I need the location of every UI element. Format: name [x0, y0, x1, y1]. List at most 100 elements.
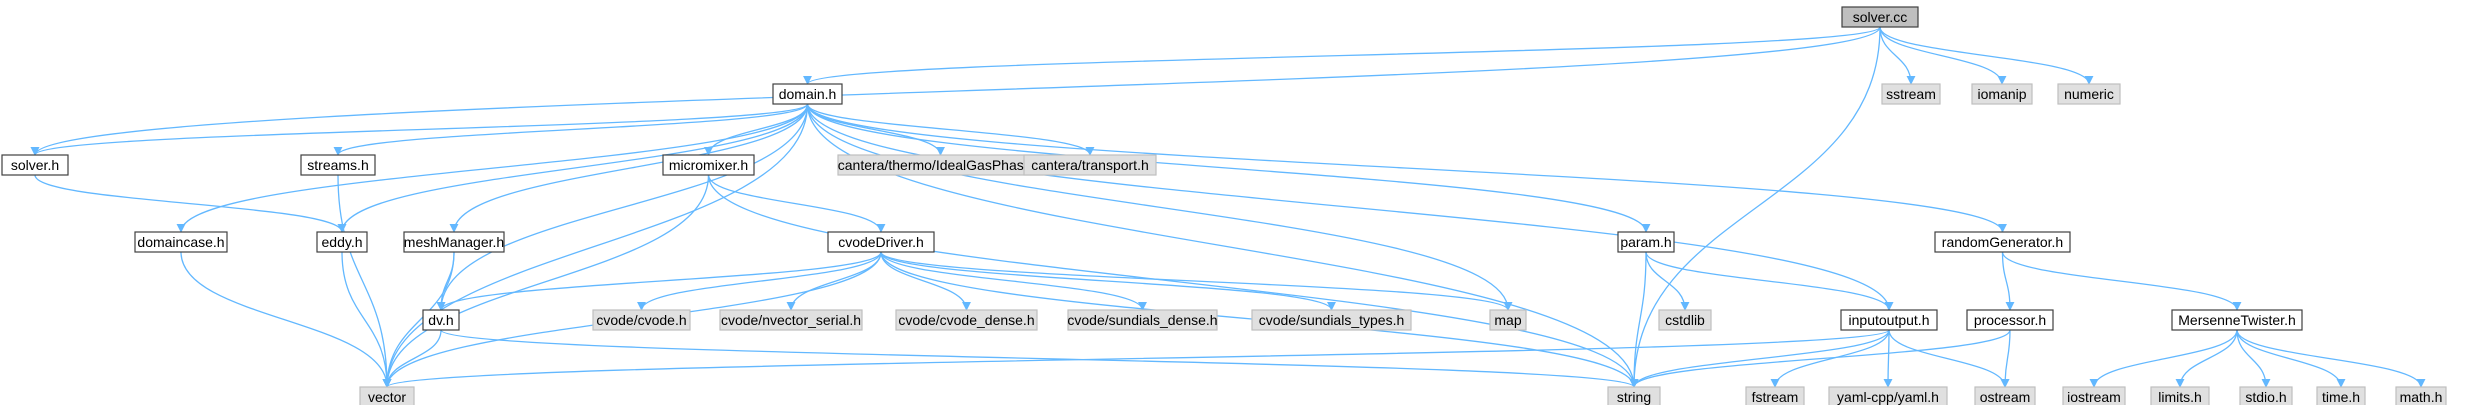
- node-box: [403, 231, 505, 253]
- edge-mersennetwister-h-to-math-h: [2236, 329, 2426, 388]
- node-box: [662, 154, 755, 176]
- node-ostream: ostream: [1974, 386, 2036, 405]
- node-domain-h[interactable]: domain.h: [772, 83, 843, 105]
- node-domaincase-h[interactable]: domaincase.h: [134, 231, 228, 253]
- node-label: ostream: [1980, 389, 2031, 405]
- edge-domain-h-to-inputoutput-h: [806, 103, 1894, 311]
- node-param-h[interactable]: param.h: [1617, 231, 1675, 253]
- edge-domain-h-to-streams-h: [333, 103, 809, 156]
- node-dv-h[interactable]: dv.h: [422, 309, 460, 331]
- node-label: string: [1617, 389, 1651, 405]
- node-box: [1840, 309, 1938, 331]
- node-label: cvodeDriver.h: [838, 234, 924, 250]
- edge-processor-h-to-ostream: [2000, 329, 2011, 388]
- node-label: sstream: [1886, 86, 1936, 102]
- node-label: math.h: [2400, 389, 2443, 405]
- node-yaml: yaml-cpp/yaml.h: [1828, 386, 1948, 405]
- node-label: inputoutput.h: [1849, 312, 1930, 328]
- edge-mersennetwister-h-to-iostream: [2089, 329, 2238, 388]
- node-label: solver.h: [11, 157, 59, 173]
- edge-param-h-to-inputoutput-h: [1645, 251, 1894, 311]
- node-solver-h[interactable]: solver.h: [1, 154, 69, 176]
- node-box: [1966, 309, 2054, 331]
- node-cstdlib: cstdlib: [1658, 309, 1712, 331]
- node-label: param.h: [1620, 234, 1671, 250]
- node-box: [1841, 6, 1919, 28]
- node-cvodedriver-h[interactable]: cvodeDriver.h: [827, 231, 935, 253]
- edge-cvodedriver-h-to-cvode-h: [637, 251, 882, 311]
- node-box: [1067, 309, 1218, 331]
- node-time-h: time.h: [2316, 386, 2366, 405]
- node-label: meshManager.h: [404, 234, 504, 250]
- edge-solver-cc-to-numeric: [1879, 26, 2094, 85]
- edge-micromixer-h-to-cvodedriver-h: [707, 174, 886, 233]
- node-label: cvode/sundials_types.h: [1259, 312, 1405, 328]
- edge-eddy-h-to-vector: [341, 251, 392, 388]
- node-iomanip: iomanip: [1971, 83, 2033, 105]
- node-label: domaincase.h: [137, 234, 224, 250]
- node-box: [422, 309, 460, 331]
- node-label: map: [1494, 312, 1521, 328]
- node-label: cvode/cvode.h: [596, 312, 686, 328]
- node-box: [300, 154, 376, 176]
- node-box: [827, 231, 935, 253]
- node-label: cantera/thermo/IdealGasPhase.h: [838, 157, 1043, 173]
- edge-domain-h-to-randomgenerator-h: [806, 103, 2007, 233]
- edge-processor-h-to-string: [1629, 329, 2011, 388]
- node-label: solver.cc: [1853, 9, 1907, 25]
- node-mersennetwister-h[interactable]: MersenneTwister.h: [2171, 309, 2303, 331]
- node-processor-h[interactable]: processor.h: [1966, 309, 2054, 331]
- dependency-edges: [30, 26, 2426, 388]
- edge-micromixer-h-to-string: [707, 174, 1639, 388]
- node-label: iostream: [2067, 389, 2121, 405]
- node-label: processor.h: [1974, 312, 2046, 328]
- node-label: limits.h: [2158, 389, 2202, 405]
- node-box: [772, 83, 843, 105]
- node-inputoutput-h[interactable]: inputoutput.h: [1840, 309, 1938, 331]
- node-box: [592, 309, 691, 331]
- node-micromixer-h[interactable]: micromixer.h: [662, 154, 755, 176]
- node-box: [1023, 154, 1157, 176]
- node-transport: cantera/transport.h: [1023, 154, 1157, 176]
- node-meshmanager-h[interactable]: meshManager.h: [403, 231, 505, 253]
- node-box: [1974, 386, 2036, 405]
- edge-solver-cc-to-iomanip: [1879, 26, 2007, 85]
- edge-inputoutput-h-to-string: [1629, 329, 1890, 388]
- node-box: [2316, 386, 2366, 405]
- edge-solver-cc-to-sstream: [1879, 26, 1916, 85]
- node-streams-h[interactable]: streams.h: [300, 154, 376, 176]
- node-limits-h: limits.h: [2150, 386, 2210, 405]
- node-idealgasphase: cantera/thermo/IdealGasPhase.h: [837, 154, 1044, 176]
- node-solver-cc[interactable]: solver.cc: [1841, 6, 1919, 28]
- node-box: [316, 231, 368, 253]
- node-box: [1489, 309, 1527, 331]
- edge-domain-h-to-map: [806, 103, 1513, 311]
- edge-solver-cc-to-domain-h: [803, 26, 1881, 85]
- edge-solver-cc-to-string: [1629, 26, 1881, 388]
- node-map: map: [1489, 309, 1527, 331]
- node-iostream: iostream: [2062, 386, 2126, 405]
- node-label: cstdlib: [1665, 312, 1705, 328]
- edge-domain-h-to-eddy-h: [337, 103, 809, 233]
- edge-meshmanager-h-to-vector: [382, 251, 455, 388]
- node-randomgenerator-h[interactable]: randomGenerator.h: [1934, 231, 2071, 253]
- edge-cvodedriver-h-to-dv-h: [436, 251, 882, 311]
- node-label: domain.h: [779, 86, 837, 102]
- node-label: dv.h: [428, 312, 453, 328]
- edge-cvodedriver-h-to-sundials-types: [880, 251, 1336, 311]
- edge-randomgenerator-h-to-processor-h: [2001, 251, 2015, 311]
- edge-domain-h-to-domaincase-h: [176, 103, 809, 233]
- edge-domain-h-to-transport: [806, 103, 1095, 156]
- edge-domain-h-to-param-h: [806, 103, 1651, 233]
- edge-cvodedriver-h-to-map: [880, 251, 1513, 311]
- node-box: [1251, 309, 1412, 331]
- edge-cvodedriver-h-to-cvode-dense: [880, 251, 972, 311]
- node-label: micromixer.h: [669, 157, 748, 173]
- node-box: [1617, 231, 1675, 253]
- node-eddy-h[interactable]: eddy.h: [316, 231, 368, 253]
- node-label: streams.h: [307, 157, 368, 173]
- node-box: [2395, 386, 2447, 405]
- edge-randomgenerator-h-to-mersennetwister-h: [2001, 251, 2242, 311]
- node-sstream: sstream: [1881, 83, 1941, 105]
